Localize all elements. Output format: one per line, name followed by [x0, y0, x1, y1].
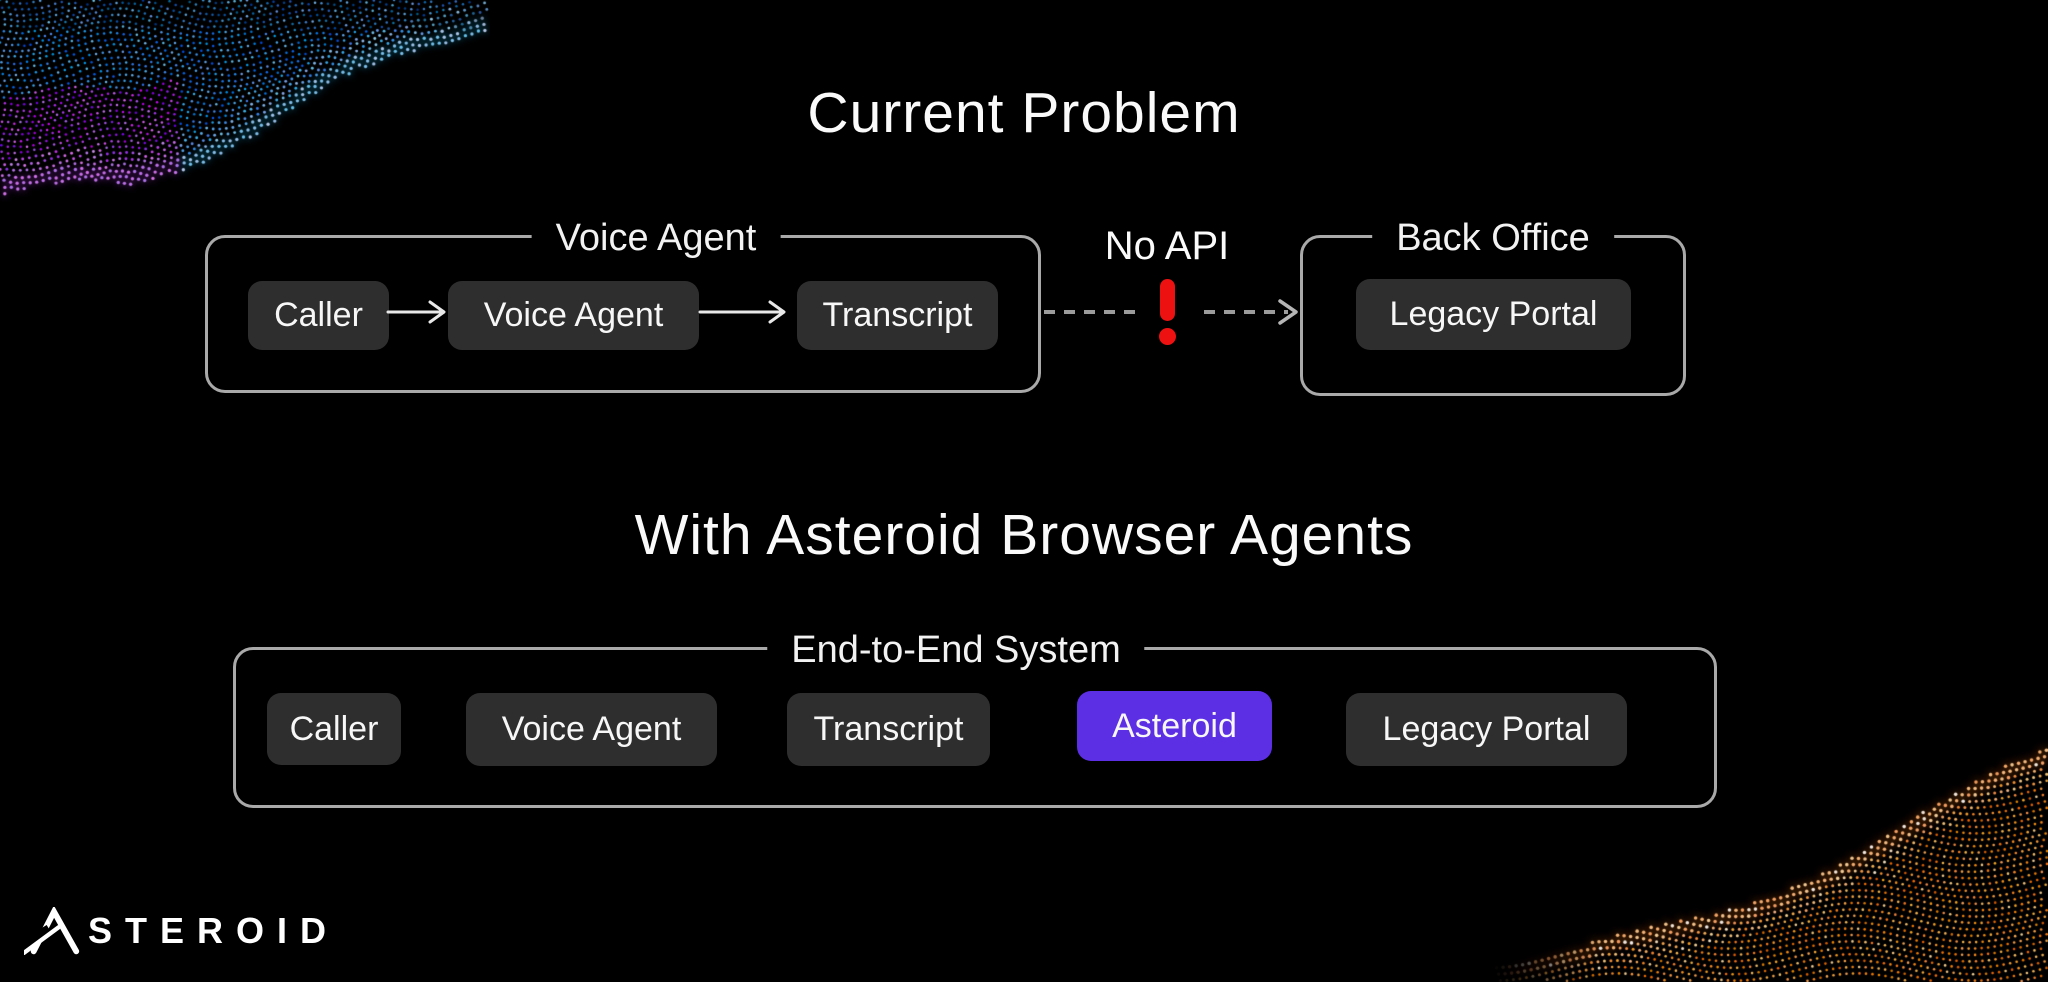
warning-exclamation-icon: [1137, 262, 1197, 362]
node-voice-agent: Voice Agent: [466, 693, 717, 766]
exclamation-bar: [1159, 279, 1175, 321]
voice-agent-group-label: Voice Agent: [531, 215, 781, 261]
end-to-end-system-group-box: End-to-End System Caller Voice Agent Tra…: [233, 627, 1717, 808]
voice-agent-group-box: Voice Agent Caller Voice Agent Transcrip…: [205, 215, 1041, 393]
back-office-group-box: Back Office Legacy Portal: [1300, 215, 1686, 396]
back-office-group-label: Back Office: [1372, 215, 1614, 261]
flow-arrow-icon: [698, 300, 786, 324]
problem-section-title: Current Problem: [807, 81, 1241, 145]
flow-arrow-icon: [386, 300, 446, 324]
node-asteroid: Asteroid: [1077, 691, 1272, 761]
node-legacy-portal: Legacy Portal: [1346, 693, 1627, 766]
no-api-label: No API: [1104, 224, 1230, 268]
node-transcript: Transcript: [797, 281, 998, 350]
end-to-end-system-label: End-to-End System: [767, 627, 1145, 673]
node-legacy-portal: Legacy Portal: [1356, 279, 1631, 350]
solution-section-title: With Asteroid Browser Agents: [634, 503, 1414, 567]
asteroid-logo: STEROID: [24, 906, 339, 956]
node-caller: Caller: [248, 281, 389, 350]
exclamation-dot: [1158, 328, 1176, 345]
asteroid-logo-a-icon: [24, 907, 80, 955]
node-voice-agent: Voice Agent: [448, 281, 699, 350]
asteroid-logo-text: STEROID: [88, 910, 340, 951]
node-caller: Caller: [267, 693, 401, 765]
node-transcript: Transcript: [787, 693, 990, 766]
